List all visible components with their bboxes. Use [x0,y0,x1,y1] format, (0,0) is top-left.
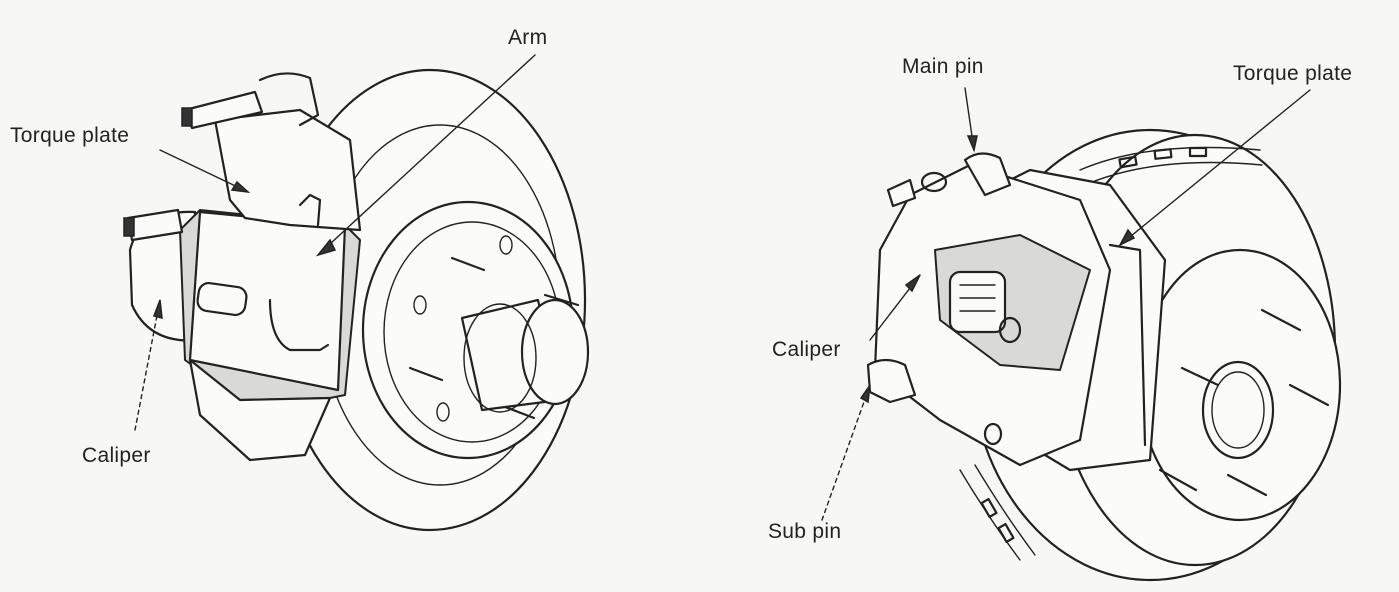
leader-torque-plate-right [1119,89,1311,246]
right-leader-lines [821,87,1311,521]
leader-torque-plate-left [159,149,249,193]
left-bleeder-valves [123,90,264,242]
left-torque-plate [213,72,362,232]
label-torque-plate-left: Torque plate [10,124,130,147]
label-main-pin: Main pin [902,55,984,78]
label-sub-pin: Sub pin [768,520,842,543]
left-hub-nose [460,298,590,413]
leader-arm [317,54,536,256]
label-arm: Arm [508,26,548,49]
label-caliper-right: Caliper [772,338,841,361]
left-brake-assembly [123,68,590,532]
left-caliper [128,209,361,462]
label-caliper-left: Caliper [82,444,151,467]
right-brake-assembly [866,128,1342,582]
leader-caliper-left [134,299,161,431]
arrow-arm [315,238,337,257]
right-caliper [873,163,1112,467]
right-pins [866,152,1012,404]
right-hub [1138,248,1342,522]
label-torque-plate-right: Torque plate [1233,62,1353,85]
rotor-vents [959,146,1263,561]
left-leader-lines [134,54,536,431]
leader-sub-pin [821,384,871,521]
right-wheel-studs [1158,308,1330,497]
